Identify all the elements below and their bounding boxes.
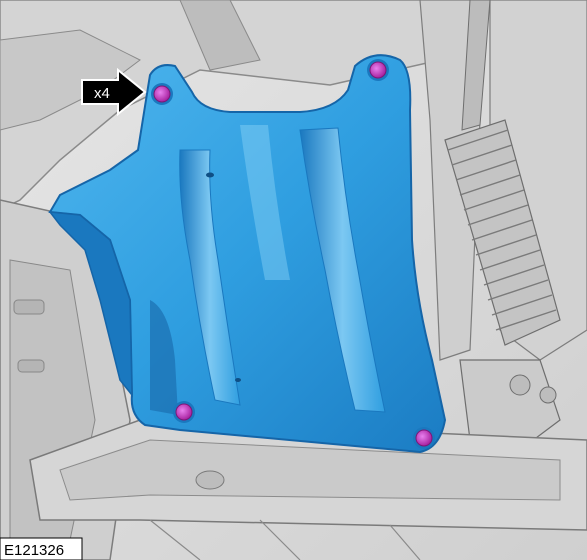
steering-boot: [444, 119, 561, 346]
figure-id-text: E121326: [4, 542, 64, 559]
fastener-bolt-bottom-right: [413, 427, 435, 449]
fastener-bolt-top-right: [367, 59, 389, 81]
callout-label: x4: [94, 85, 110, 102]
fastener-bolt-bottom-left: [173, 401, 195, 423]
fastener-bolts: [151, 59, 435, 449]
callout-arrow-icon: [81, 67, 147, 117]
fastener-bolt-top-left: [151, 83, 173, 105]
quantity-callout: x4: [81, 67, 147, 117]
figure-id-label: E121326: [0, 537, 83, 560]
heat-shield: [48, 54, 447, 454]
